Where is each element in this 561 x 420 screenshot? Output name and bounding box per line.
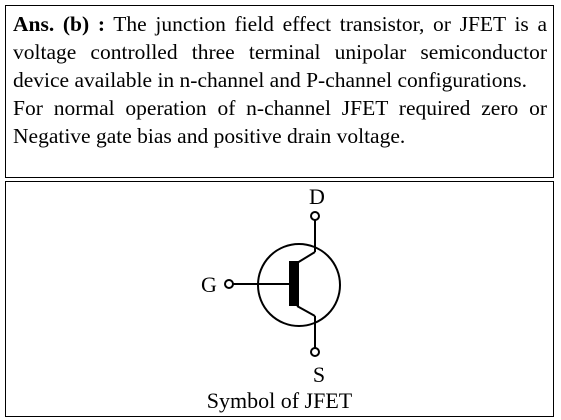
- answer-text: The junction field effect transistor, or…: [13, 12, 547, 92]
- channel-bar: [289, 261, 299, 306]
- source-label: S: [313, 362, 325, 387]
- answer-box: Ans. (b) : The junction field effect tra…: [5, 5, 554, 178]
- source-terminal: [310, 347, 320, 357]
- jfet-symbol-diagram: D G S: [201, 184, 341, 387]
- figure-caption: Symbol of JFET: [206, 388, 353, 413]
- answer-paragraph-2: For normal operation of n-channel JFET r…: [13, 96, 547, 148]
- answer-label: Ans. (b) :: [13, 12, 106, 36]
- gate-label: G: [201, 272, 217, 297]
- drain-terminal: [310, 211, 320, 221]
- drain-connector: [296, 251, 316, 264]
- source-connector: [296, 305, 316, 317]
- answer-paragraph-1: Ans. (b) : The junction field effect tra…: [13, 10, 547, 94]
- gate-terminal: [224, 279, 234, 289]
- figure-box: D G S Symbol of JFET: [5, 181, 554, 417]
- drain-label: D: [309, 184, 325, 209]
